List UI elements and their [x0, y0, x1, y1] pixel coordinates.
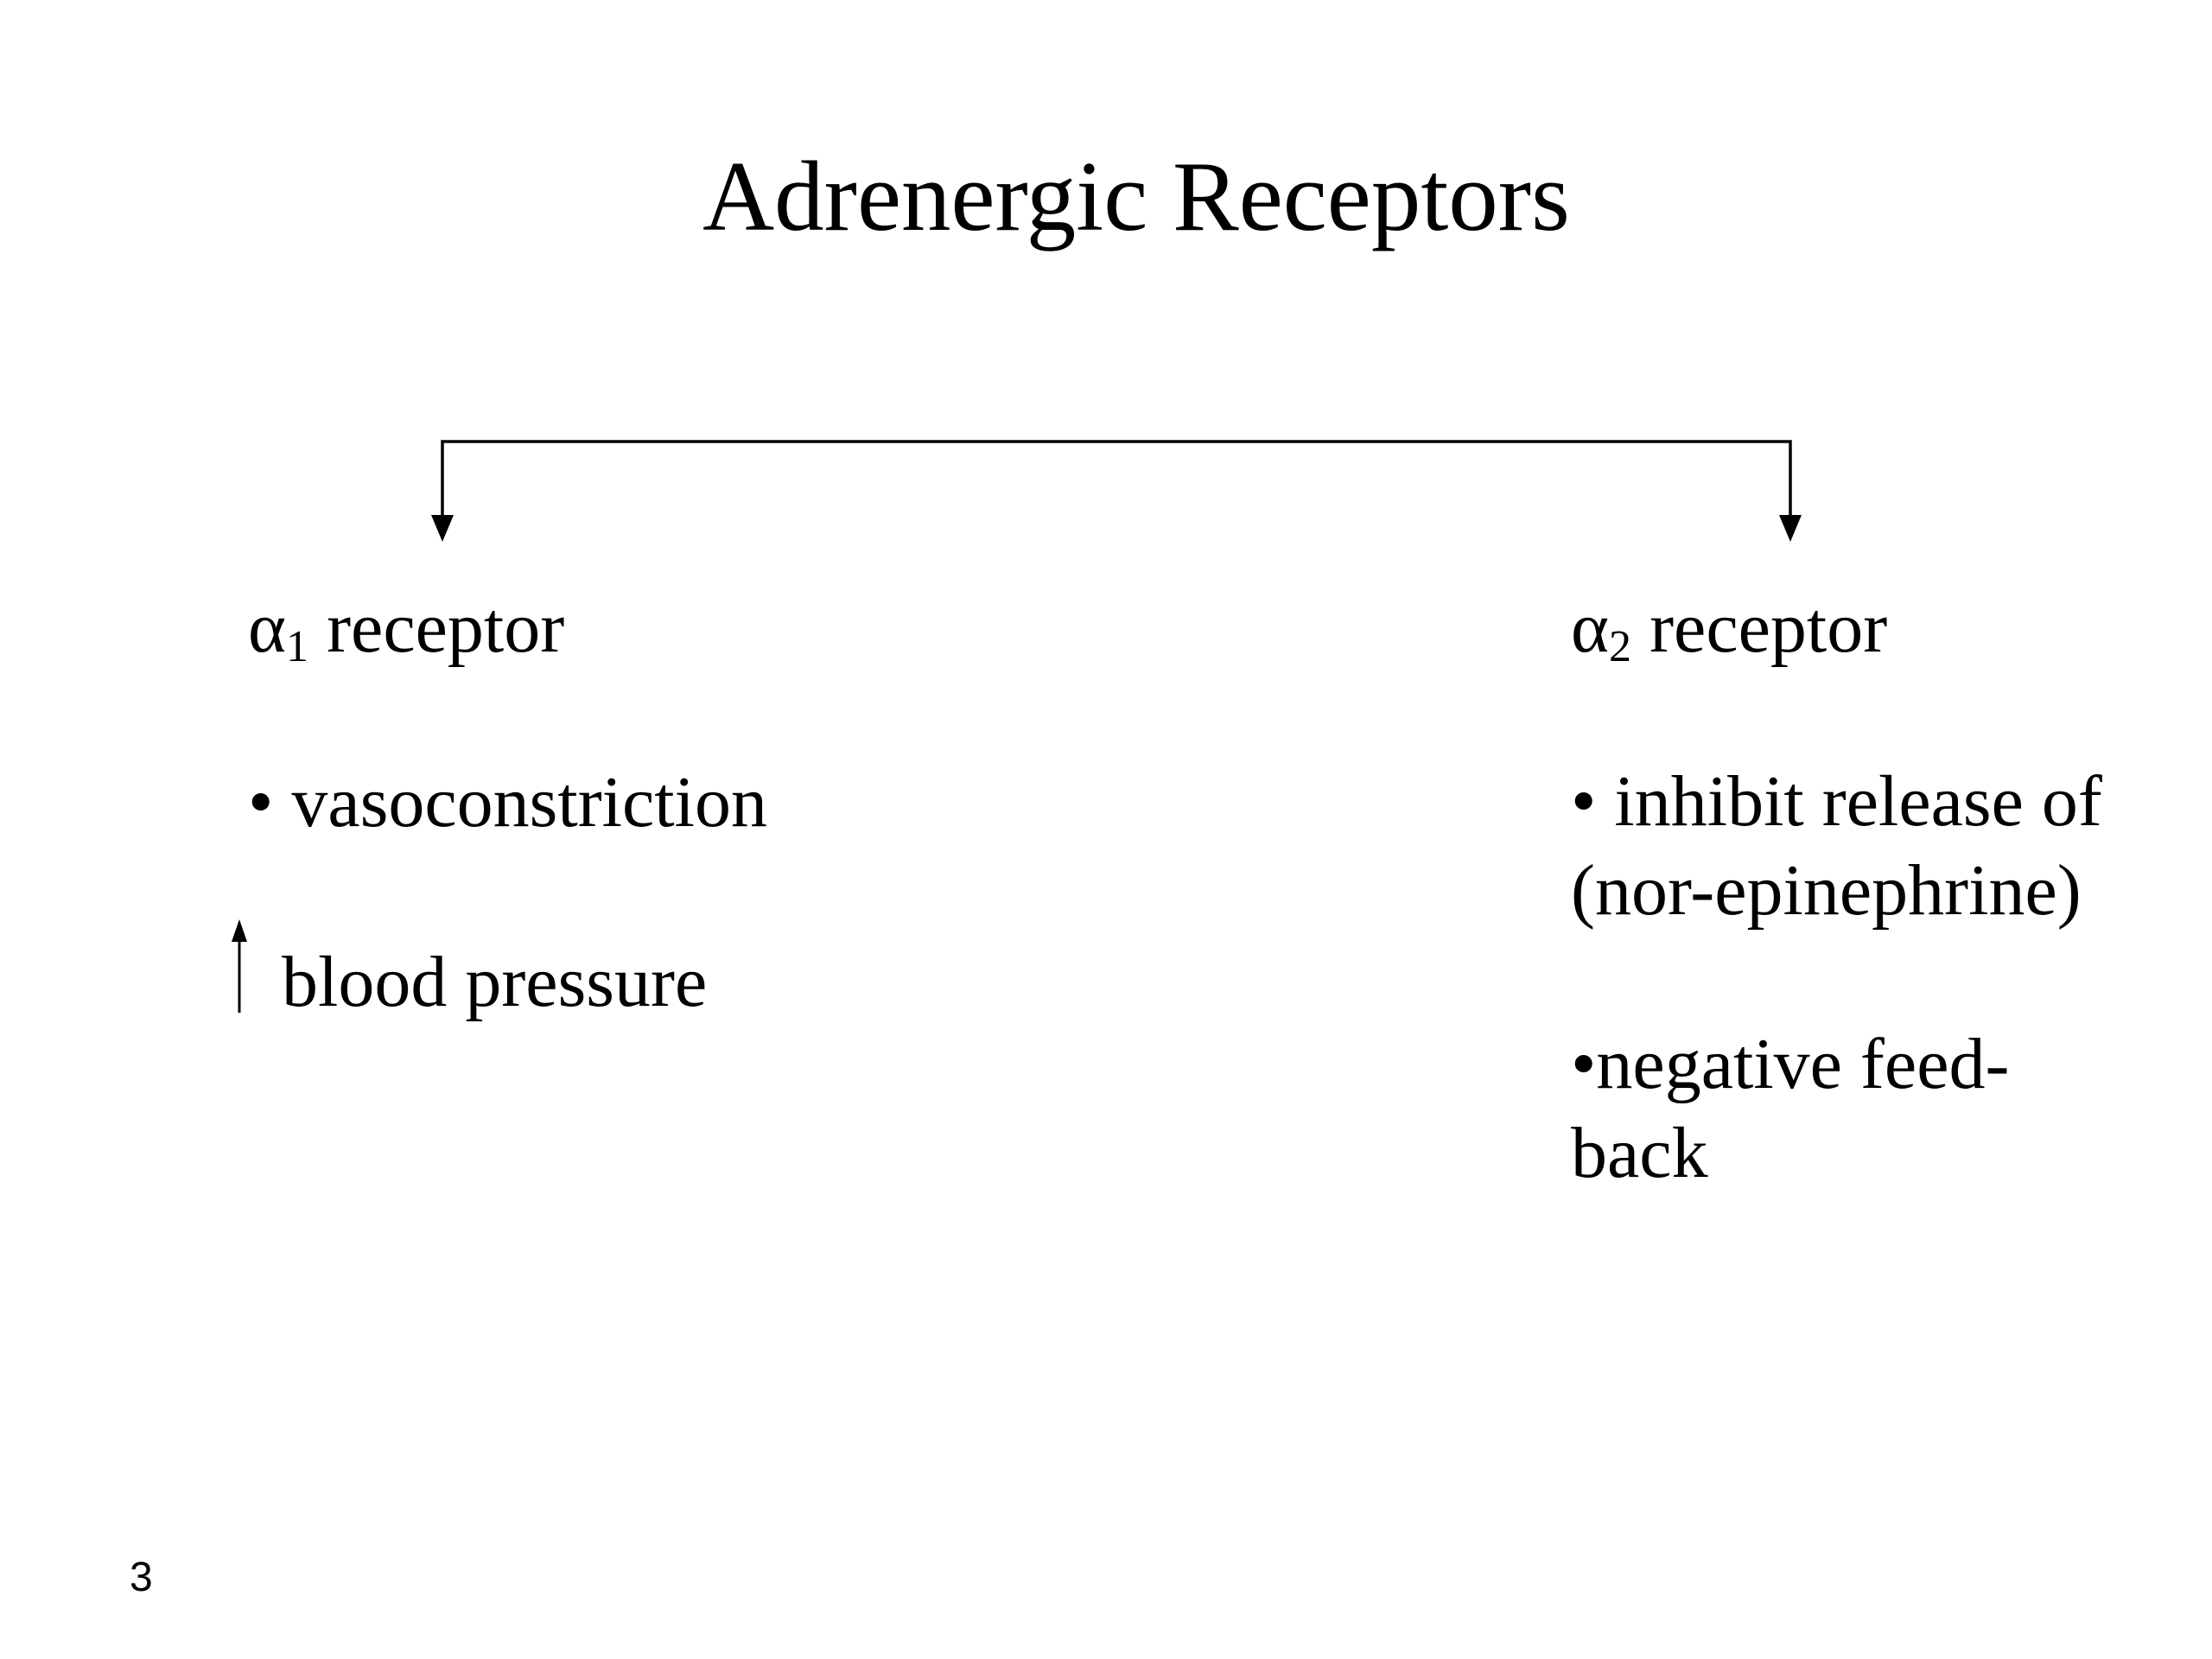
alpha2-subscript: 2: [1609, 622, 1632, 672]
split-arrow-connector: [431, 440, 1802, 542]
bullet-line: (nor-epinephrine): [1571, 850, 2082, 931]
negative-feedback-bullet: •negative feed- back: [1571, 1020, 2009, 1198]
bullet-line: •negative feed-: [1571, 1024, 2010, 1104]
alpha2-receptor-heading: α2 receptor: [1571, 592, 1887, 670]
bullet-line: • inhibit release of: [1571, 761, 2102, 842]
bullet-line: back: [1571, 1113, 1708, 1194]
up-arrow-icon: [232, 919, 247, 1013]
alpha1-subscript: 1: [286, 622, 309, 672]
receptor-label: receptor: [1631, 588, 1888, 668]
alpha-symbol: α: [248, 588, 287, 668]
inhibit-release-bullet: • inhibit release of (nor-epinephrine): [1571, 757, 2102, 936]
down-arrowhead-left-icon: [431, 515, 454, 542]
slide-title: Adrenergic Receptors: [702, 142, 1570, 251]
blood-pressure-label: blood pressure: [282, 942, 708, 1022]
page-number: 3: [130, 1554, 153, 1600]
receptor-label: receptor: [308, 588, 565, 668]
alpha-symbol: α: [1571, 588, 1610, 668]
branch-line: [441, 440, 1792, 517]
alpha1-receptor-heading: α1 receptor: [248, 592, 564, 670]
vasoconstriction-bullet: • vasoconstriction: [248, 762, 767, 842]
down-arrowhead-right-icon: [1779, 515, 1802, 542]
